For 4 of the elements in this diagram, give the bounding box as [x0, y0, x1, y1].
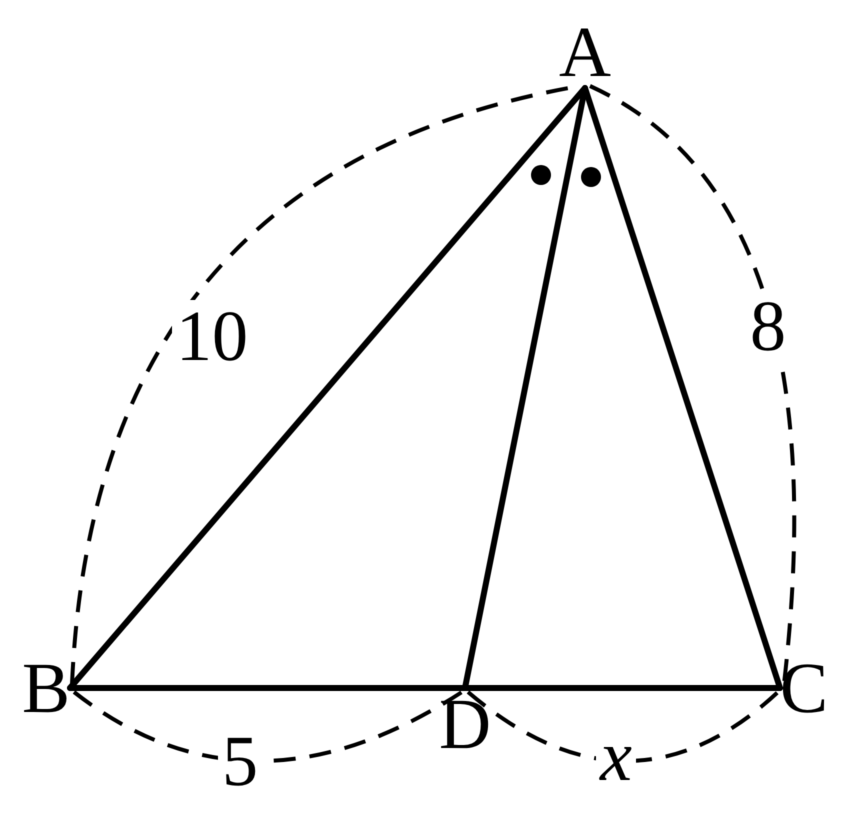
vertex-label: C [780, 652, 850, 724]
vertex-label: B [2, 652, 70, 724]
vertex-label: D [432, 688, 498, 760]
vertex-label: A [553, 16, 617, 88]
